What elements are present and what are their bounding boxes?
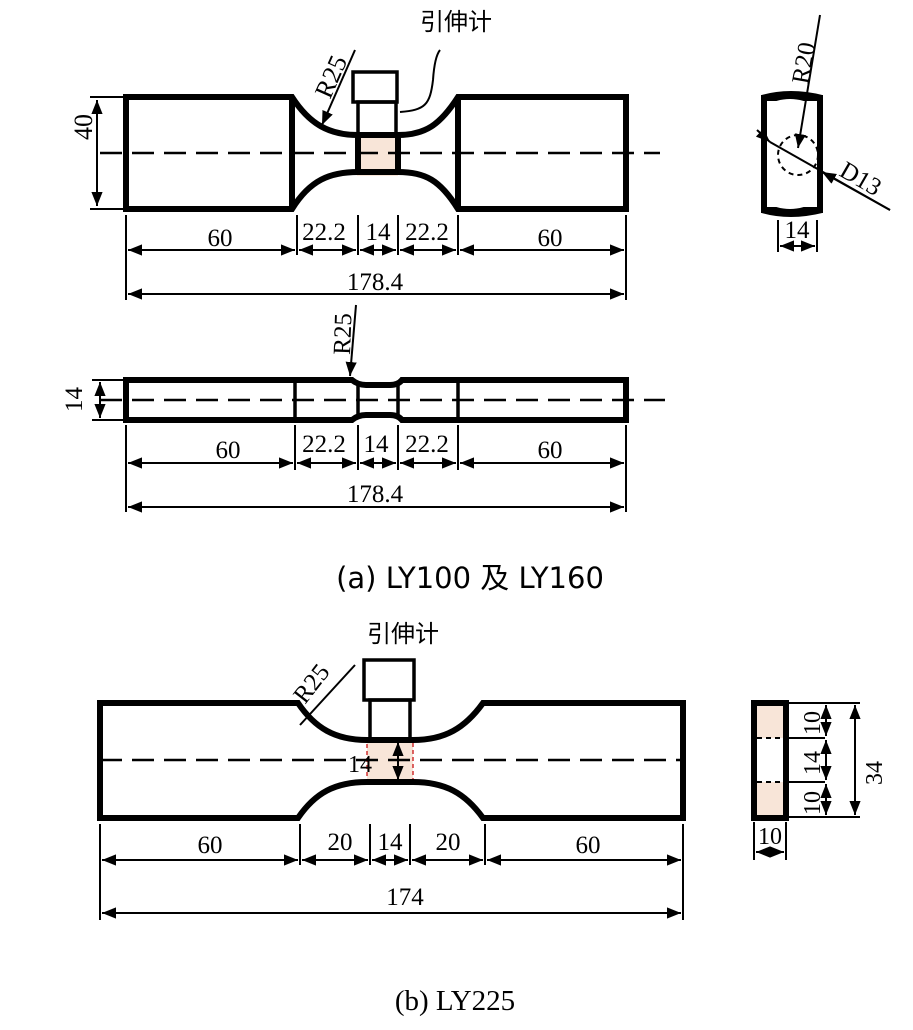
fig-a-side-view: R25 14 60 22.2 14 22.2 60 178.4 (61, 304, 665, 513)
extensometer-label: 引伸计 (420, 8, 492, 36)
dim-label: 60 (216, 437, 241, 464)
section-diameter-label: D13 (835, 157, 886, 202)
section-dim-label: 10 (800, 711, 826, 735)
fig-a-plan-view: 引伸计 R25 40 60 22.2 14 22.2 60 178.4 (69, 8, 660, 300)
section-width-label: 14 (785, 217, 811, 244)
radius-label: R25 (309, 51, 353, 102)
side-thickness-label: 14 (61, 387, 88, 413)
height-label: 40 (69, 114, 98, 140)
extensometer-head (362, 658, 416, 702)
dim-label: 20 (436, 829, 461, 856)
dim-label: 22.2 (302, 219, 346, 246)
extensometer-stem (368, 698, 412, 742)
dim-label: 22.2 (302, 431, 346, 458)
gauge-label: 14 (348, 752, 372, 778)
extensometer-head (351, 70, 399, 104)
section-radius-label: R20 (787, 40, 821, 86)
extensometer-leader (399, 49, 441, 113)
dim-label: 60 (198, 832, 223, 859)
fig-a-cross-section: R20 D13 14 (755, 14, 891, 252)
section-dim-label: 10 (800, 791, 826, 815)
dim-label: 20 (328, 829, 353, 856)
caption-b: (b) LY225 (395, 985, 515, 1017)
overall-length-label: 178.4 (347, 481, 404, 508)
dim-label: 14 (366, 219, 392, 246)
extensometer-stem (356, 100, 398, 137)
caption-a: (a) LY100 及 LY160 (336, 561, 604, 595)
dim-label: 60 (538, 225, 563, 252)
extensometer-label: 引伸计 (367, 620, 439, 648)
dim-label: 60 (538, 437, 563, 464)
dim-label: 60 (208, 225, 233, 252)
dim-label: 22.2 (405, 219, 449, 246)
side-radius-label: R25 (329, 313, 357, 356)
dim-label: 14 (378, 829, 404, 856)
dim-label: 22.2 (405, 431, 449, 458)
section-width-label: 10 (758, 824, 782, 850)
section-total-label: 34 (862, 761, 888, 785)
fig-b-cross-section: 10 14 10 34 10 (751, 700, 888, 860)
fig-b-plan-view: 引伸计 R25 14 60 20 14 20 60 174 (97, 620, 686, 920)
overall-length-label: 174 (386, 884, 424, 911)
dim-label: 60 (576, 832, 601, 859)
overall-length-label: 178.4 (347, 269, 404, 296)
section-dim-label: 14 (800, 751, 826, 775)
dim-label: 14 (364, 431, 390, 458)
